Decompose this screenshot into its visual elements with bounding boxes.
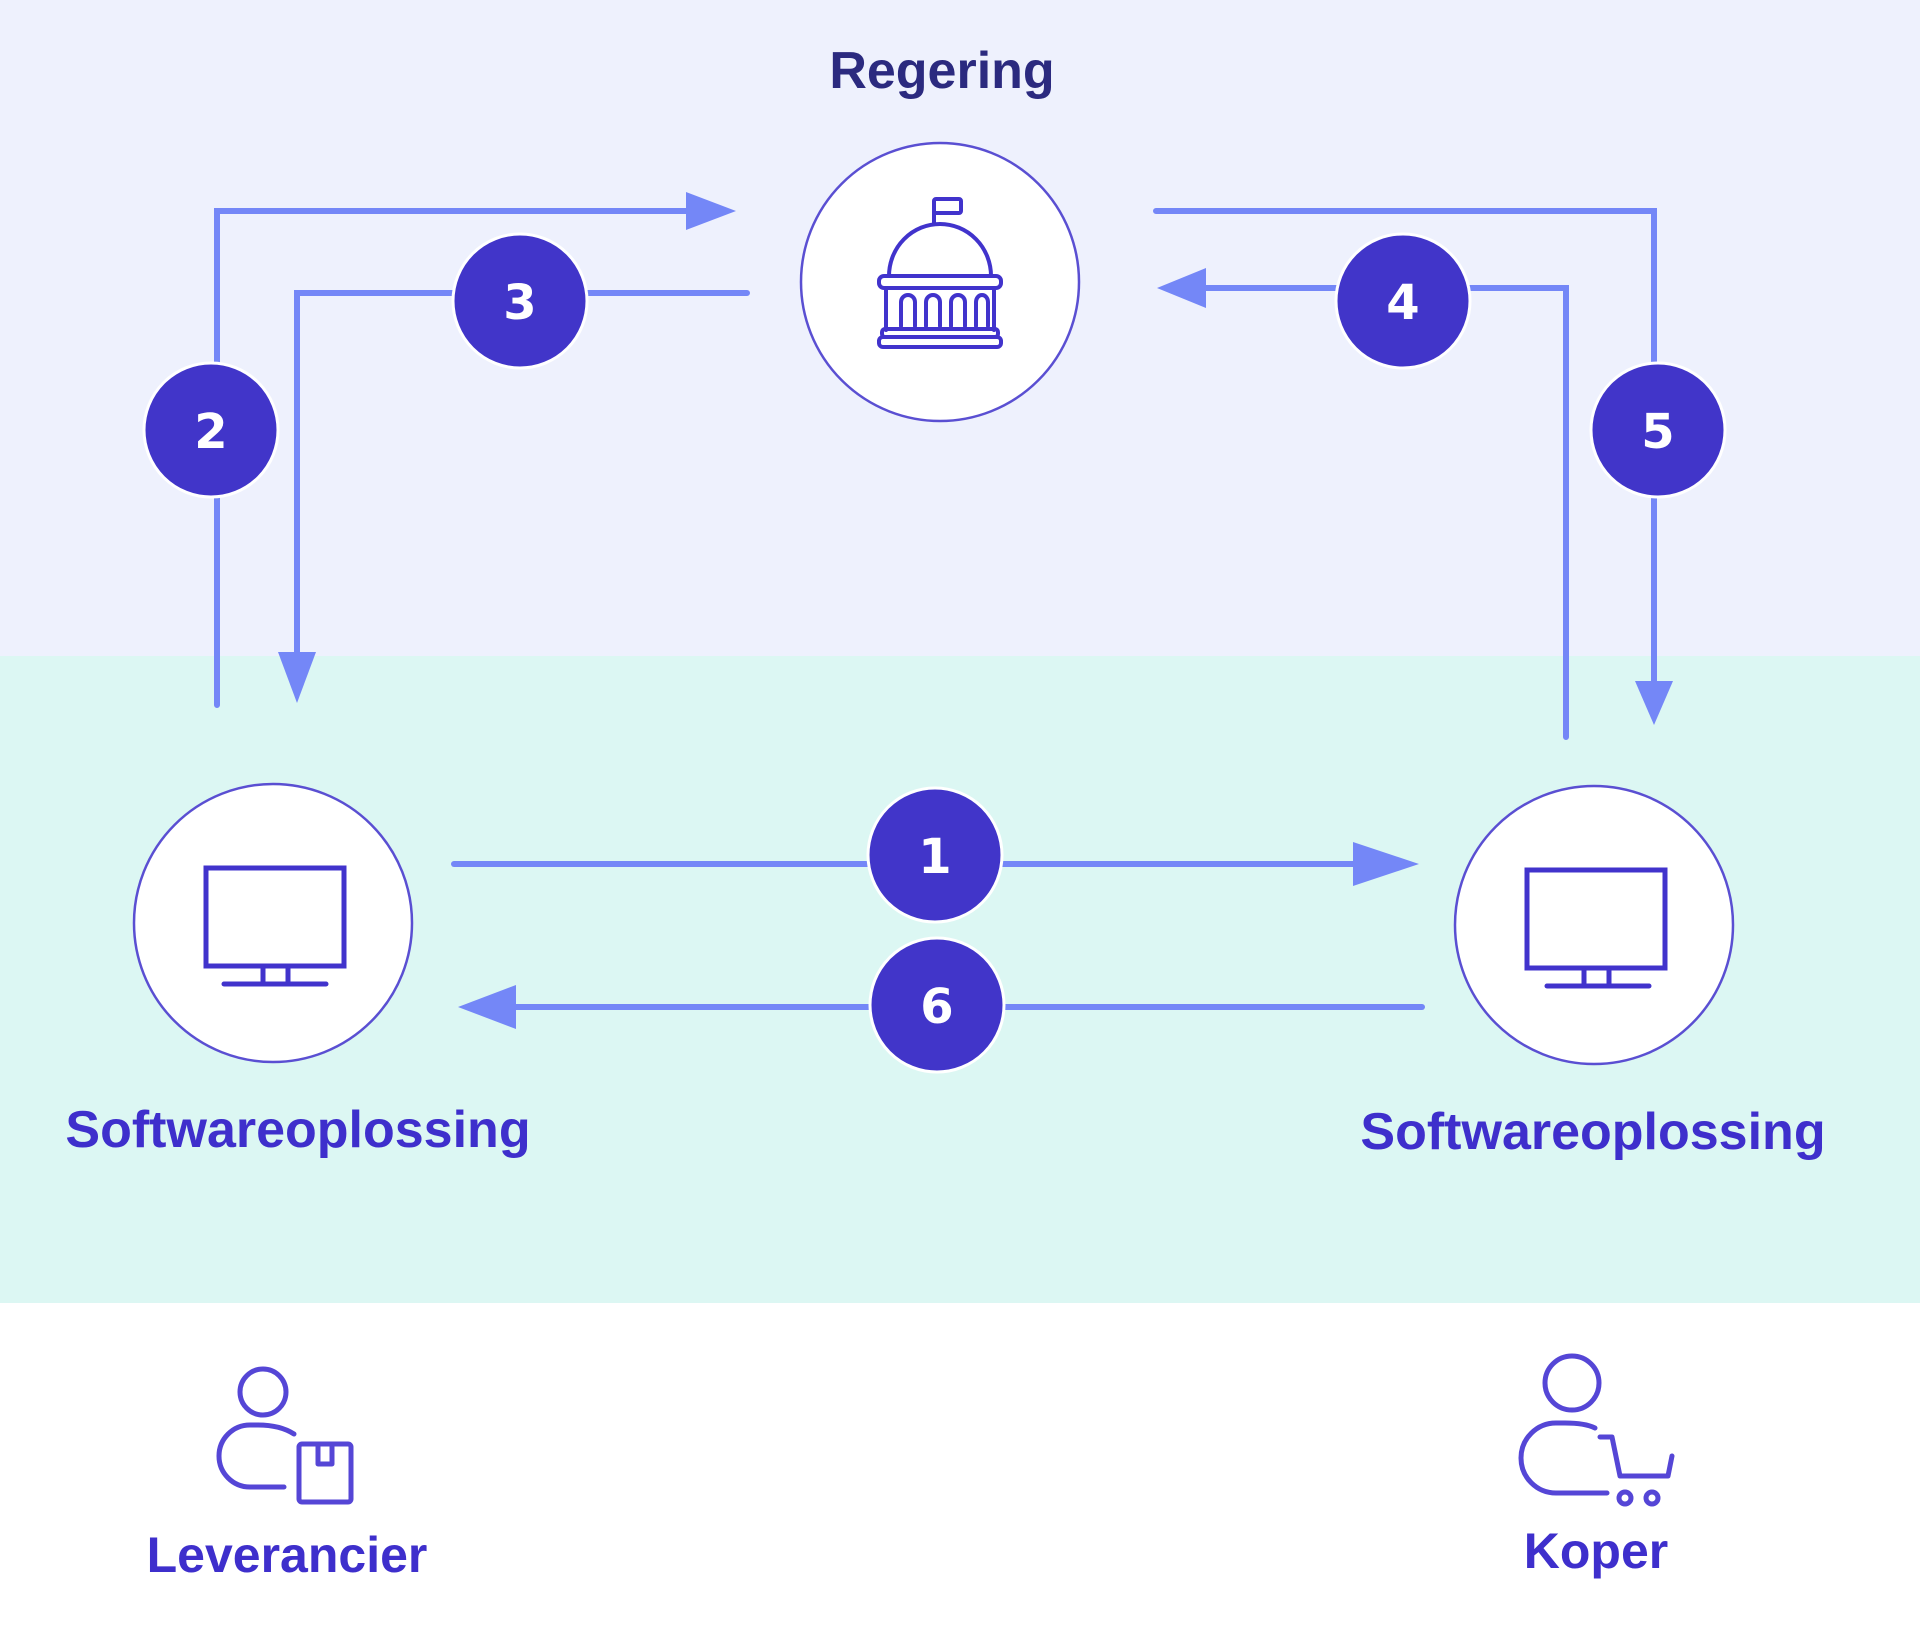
government-building-icon xyxy=(877,197,1003,349)
supplier-software-node[interactable]: Softwareoplossing xyxy=(65,782,531,1159)
supplier-software-circle xyxy=(132,782,414,1064)
step-badge-6-number: 6 xyxy=(920,979,953,1035)
actors-zone xyxy=(0,1303,1920,1635)
step-badge-5[interactable]: 5 xyxy=(1589,361,1727,499)
government-zone-title: Regering xyxy=(829,42,1054,100)
government-node[interactable] xyxy=(799,141,1081,423)
flow-line-2 xyxy=(214,208,691,708)
flow-arrowhead-2 xyxy=(686,192,736,230)
supplier-actor-label: Leverancier xyxy=(147,1527,428,1583)
flow-arrowhead-5 xyxy=(1635,681,1673,725)
step-badge-3-number: 3 xyxy=(503,275,536,331)
step-badges: 1 2 3 4 5 6 xyxy=(142,232,1727,1074)
flow-line-3 xyxy=(294,290,750,659)
buyer-actor[interactable]: Koper xyxy=(1518,1353,1675,1579)
step-badge-3[interactable]: 3 xyxy=(451,232,589,370)
step-badge-4[interactable]: 4 xyxy=(1334,232,1472,370)
flow-arrowhead-1 xyxy=(1353,842,1419,886)
step-badge-1-number: 1 xyxy=(918,829,951,885)
buyer-software-circle xyxy=(1453,784,1735,1066)
government-node-circle xyxy=(799,141,1081,423)
buyer-person-cart-icon xyxy=(1518,1353,1675,1507)
buyer-software-label: Softwareoplossing xyxy=(1360,1103,1825,1161)
buyer-software-node[interactable]: Softwareoplossing xyxy=(1360,784,1826,1161)
buyer-actor-label: Koper xyxy=(1524,1523,1668,1579)
step-badge-5-number: 5 xyxy=(1641,404,1674,460)
monitor-icon xyxy=(203,865,347,987)
flow-line-4 xyxy=(1197,285,1569,740)
flow-arrowhead-6 xyxy=(458,985,516,1029)
step-badge-6[interactable]: 6 xyxy=(868,936,1006,1074)
step-badge-2[interactable]: 2 xyxy=(142,361,280,499)
flow-arrowhead-4 xyxy=(1157,268,1206,308)
supplier-person-box-icon xyxy=(216,1366,354,1505)
step-badge-2-number: 2 xyxy=(194,404,227,460)
step-badge-4-number: 4 xyxy=(1386,275,1419,331)
supplier-actor[interactable]: Leverancier xyxy=(147,1366,428,1583)
flow-arrowhead-3 xyxy=(278,652,316,703)
step-badge-1[interactable]: 1 xyxy=(866,786,1004,924)
flow-line-5 xyxy=(1153,208,1657,687)
monitor-icon xyxy=(1524,867,1668,989)
supplier-software-label: Softwareoplossing xyxy=(65,1101,530,1159)
